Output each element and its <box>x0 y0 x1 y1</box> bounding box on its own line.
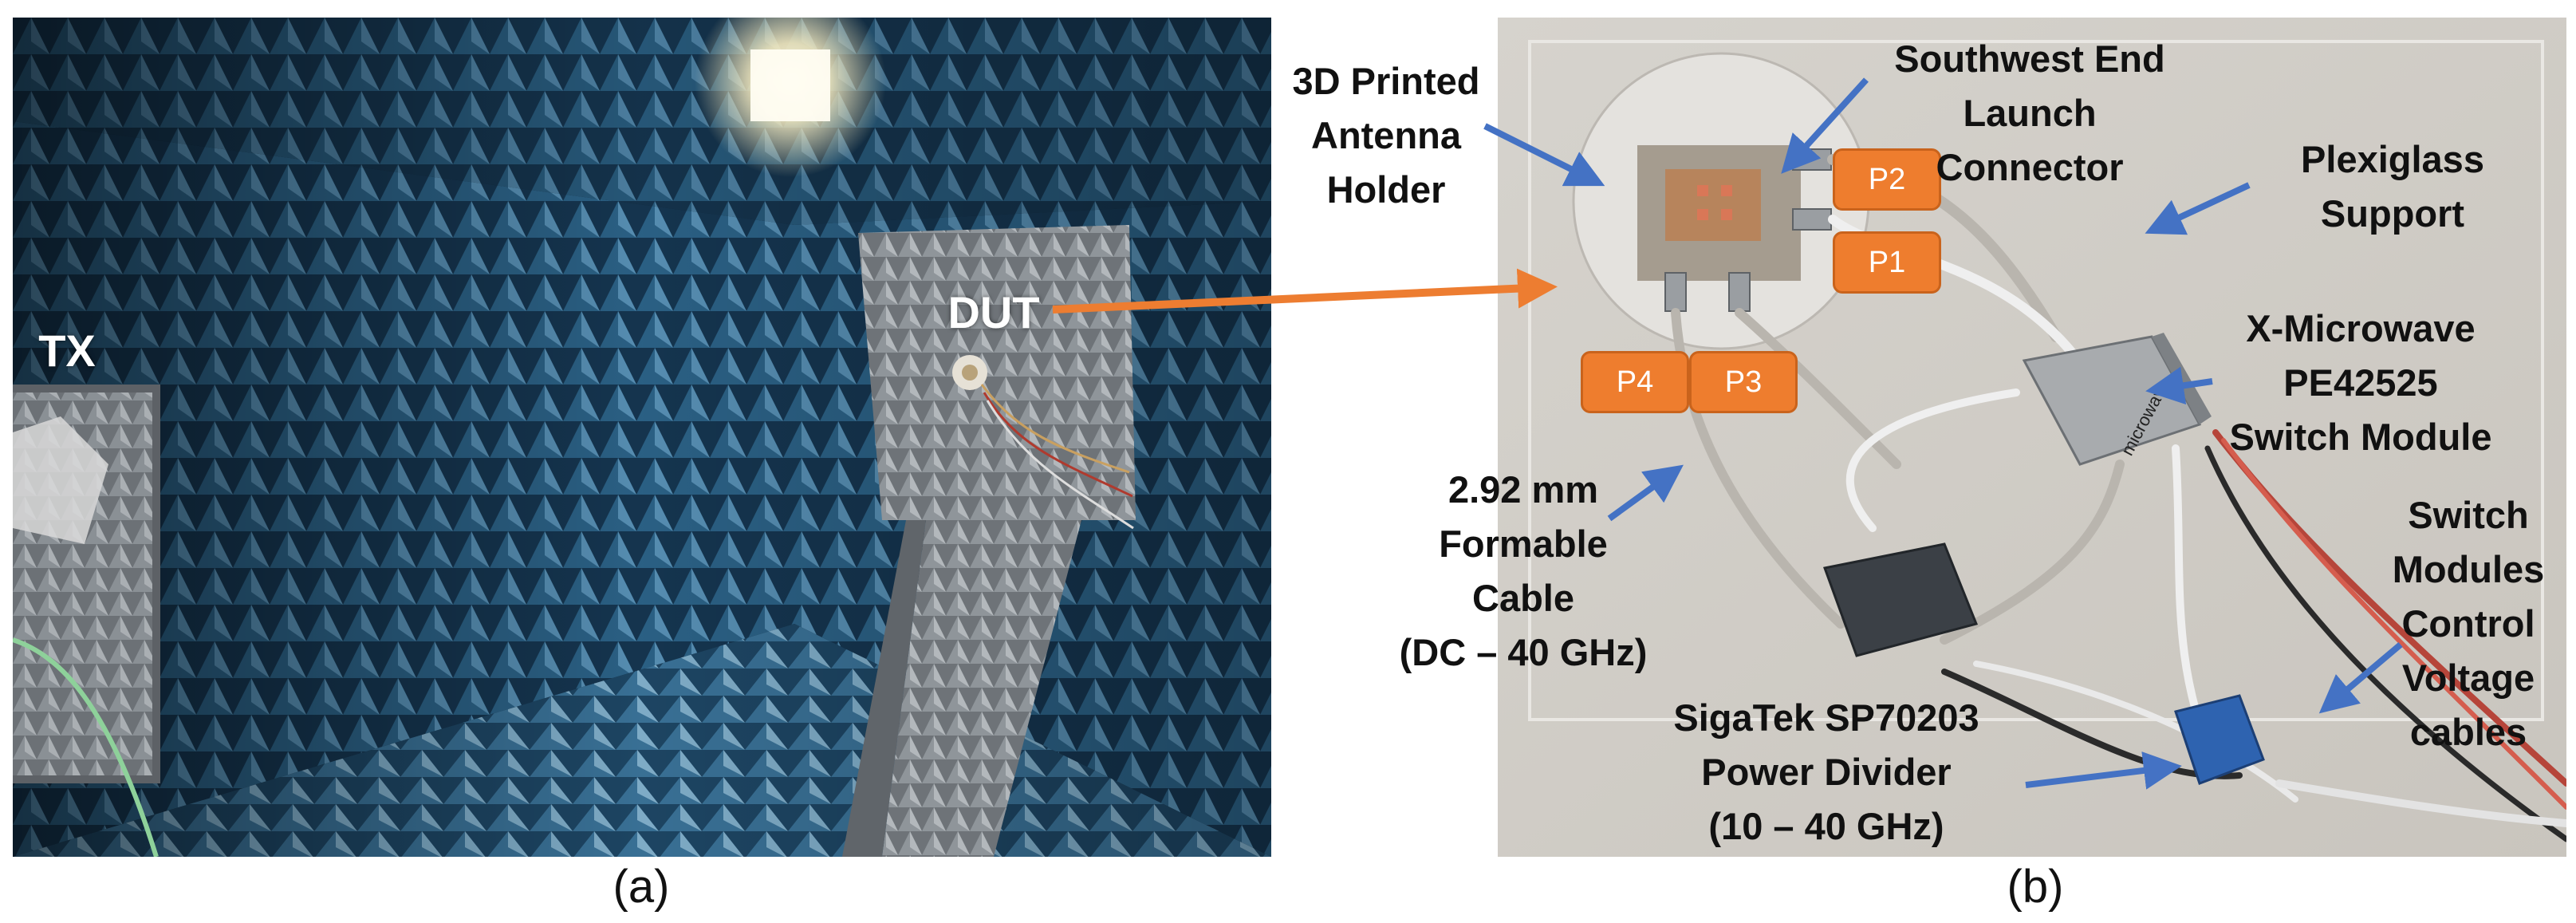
port-p3-badge: P3 <box>1689 351 1798 413</box>
dut-absorber-tower <box>842 225 1136 857</box>
panel-a-caption: (a) <box>612 861 670 913</box>
switch-module-label: X-Microwave PE42525 Switch Module <box>2229 307 2492 458</box>
port-p1-badge: P1 <box>1833 231 1941 294</box>
plexiglass-label: Plexiglass Support <box>2301 138 2484 235</box>
power-divider-board <box>1822 542 1979 657</box>
chamber-illustration <box>13 18 1271 857</box>
dut-label: DUT <box>947 287 1040 337</box>
hardware-setup-photo: microwave <box>1498 18 2566 857</box>
hardware-illustration <box>1498 18 2566 857</box>
antenna-holder-label: 3D Printed Antenna Holder <box>1292 60 1480 211</box>
port-p4-badge: P4 <box>1581 351 1689 413</box>
power-divider-label: SigaTek SP70203 Power Divider (10 – 40 G… <box>1673 696 1979 847</box>
panel-b-caption: (b) <box>2007 861 2064 913</box>
plexiglass-support <box>1528 40 2544 721</box>
tx-label: TX <box>38 325 96 376</box>
tx-antenna-absorber <box>13 385 160 857</box>
launch-connector-label: Southwest End Launch Connector <box>1894 37 2165 188</box>
anechoic-chamber-photo: TX DUT <box>13 18 1271 857</box>
control-cables-label: Switch Modules Control Voltage cables <box>2392 494 2545 753</box>
dut-fixture <box>952 355 1134 530</box>
sigatek-power-divider <box>2174 694 2265 785</box>
formable-cable-label: 2.92 mm Formable Cable (DC – 40 GHz) <box>1399 468 1648 673</box>
